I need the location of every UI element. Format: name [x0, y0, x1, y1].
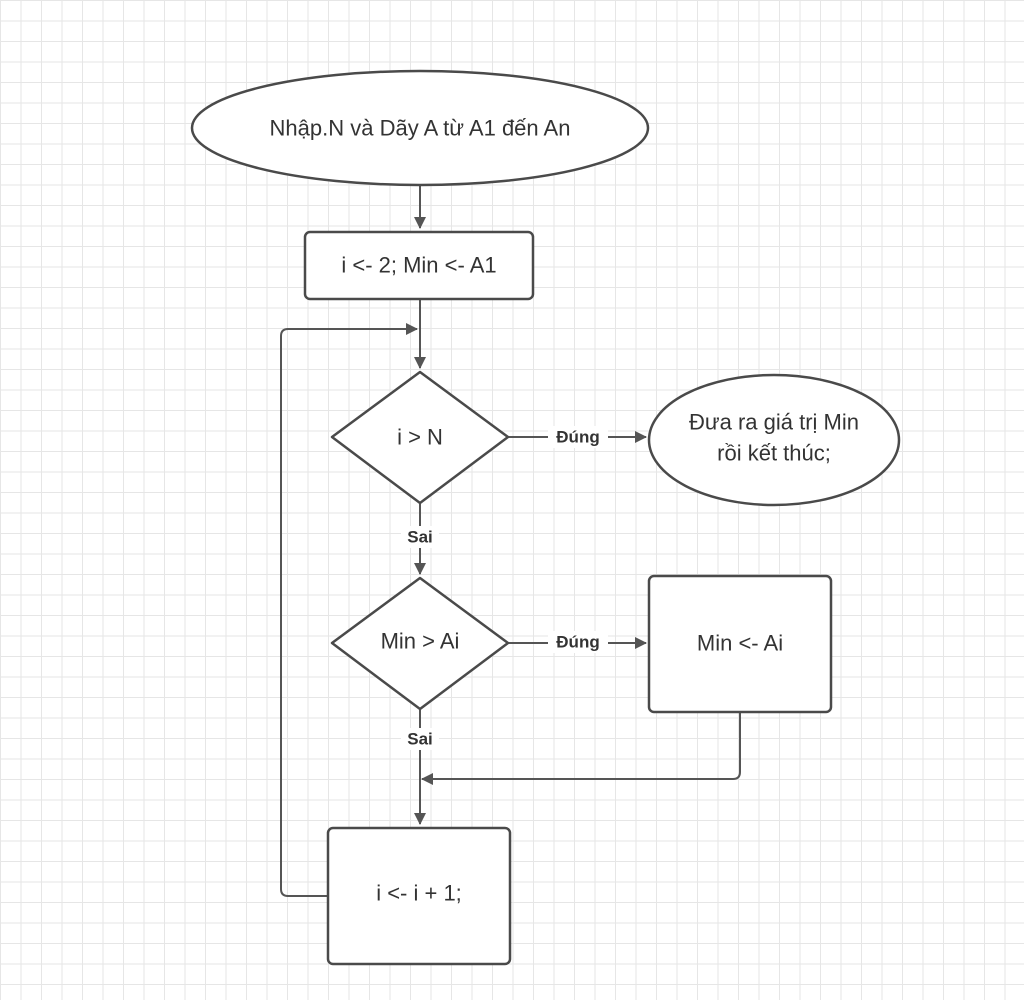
condition-i-label: i > N: [397, 425, 443, 450]
label-cond-i-false: Sai: [407, 528, 433, 547]
init-node-label: i <- 2; Min <- A1: [341, 253, 496, 278]
output-node-label-line1: Đưa ra giá trị Min: [689, 410, 859, 435]
start-node-label: Nhập.N và Dãy A từ A1 đến An: [270, 116, 571, 141]
assign-node: Min <- Ai: [647, 574, 833, 714]
increment-node: i <- i + 1;: [326, 826, 512, 966]
edge-labels: Đúng Sai Đúng Sai: [401, 426, 608, 750]
condition-min-label: Min > Ai: [381, 629, 460, 654]
label-cond-i-true: Đúng: [556, 428, 599, 447]
label-cond-min-true: Đúng: [556, 633, 599, 652]
increment-node-label: i <- i + 1;: [376, 881, 462, 906]
init-node: i <- 2; Min <- A1: [303, 230, 535, 301]
output-node: Đưa ra giá trị Min rồi kết thúc;: [647, 373, 901, 507]
assign-node-label: Min <- Ai: [697, 631, 783, 656]
edge-assign-merge: [421, 713, 741, 785]
edge-loop-back: [280, 323, 418, 897]
label-cond-min-false: Sai: [407, 730, 433, 749]
start-node: Nhập.N và Dãy A từ A1 đến An: [190, 69, 650, 187]
condition-min-node: Min > Ai: [330, 576, 510, 711]
output-node-label-line2: rồi kết thúc;: [717, 441, 831, 466]
condition-i-node: i > N: [330, 370, 510, 505]
